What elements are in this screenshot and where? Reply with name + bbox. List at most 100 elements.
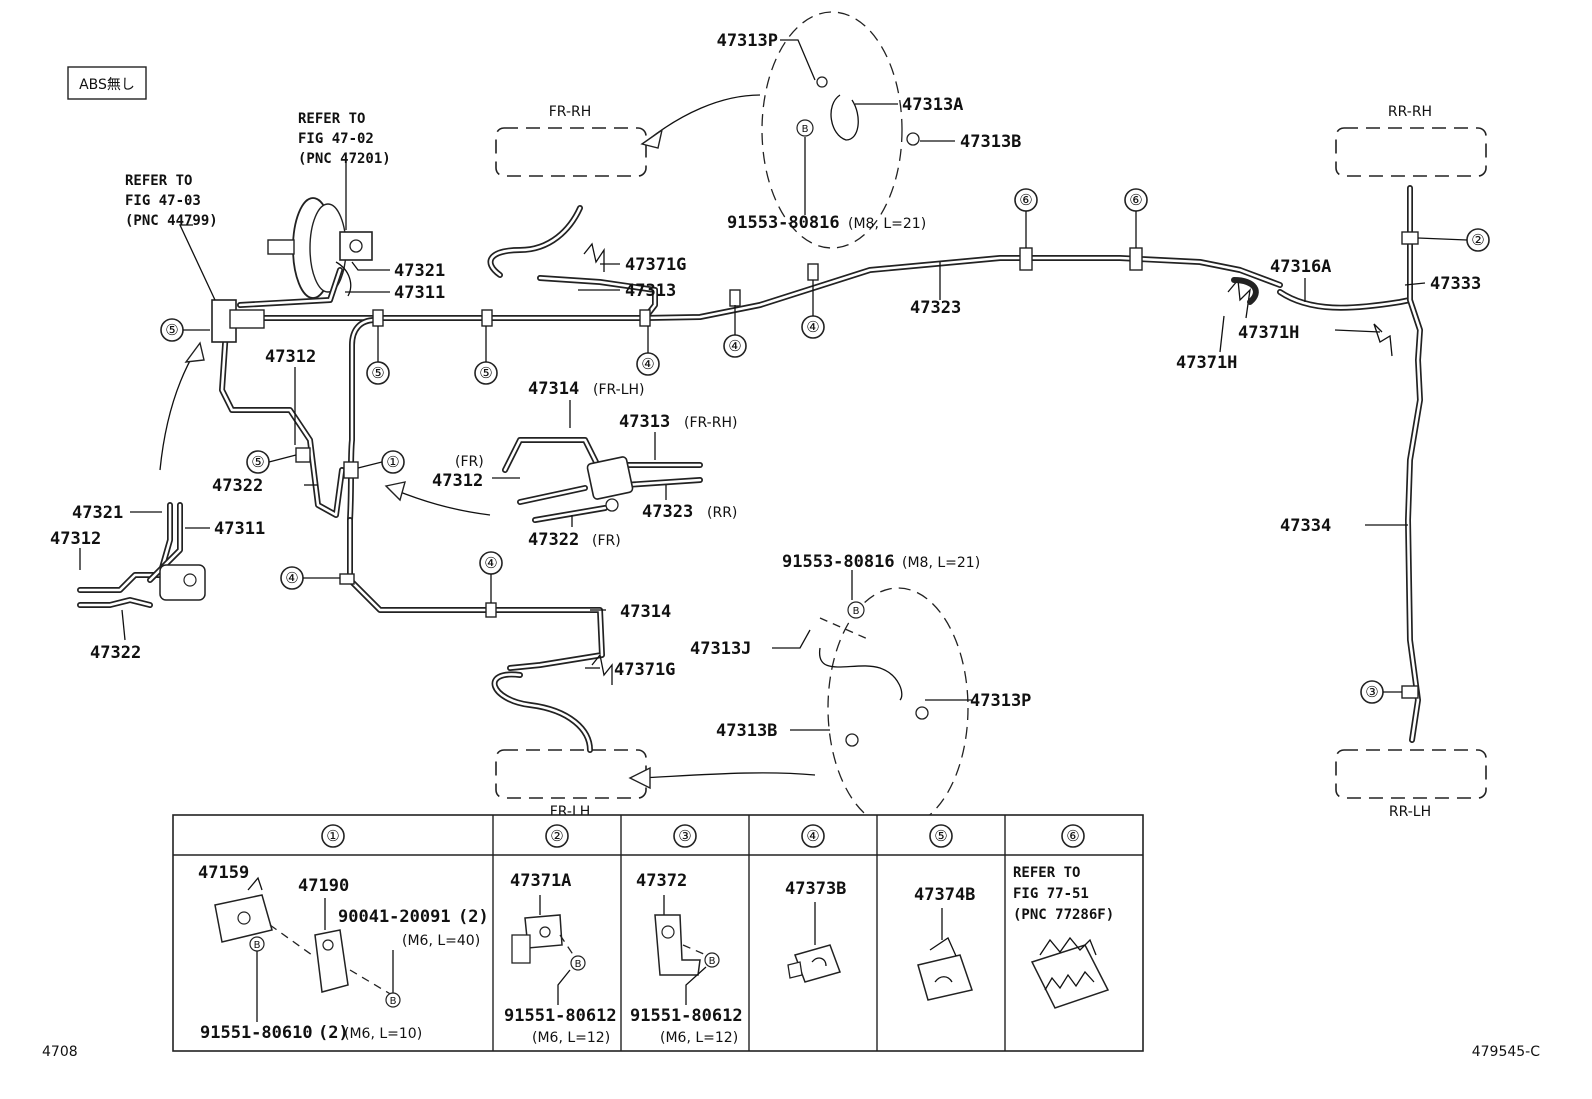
label-47312-c: 47312	[432, 471, 483, 491]
hose-clips	[583, 242, 1393, 685]
leader-lines	[79, 39, 1426, 731]
label-47334: 47334	[1280, 516, 1331, 536]
label-47313: 47313	[625, 281, 676, 301]
label-47321-inset: 47321	[72, 503, 123, 523]
table-cell-1: 47159 47190 90041-20091 (2) (M6, L=40) 9…	[198, 863, 489, 1043]
svg-text:B: B	[254, 940, 261, 951]
label-47321: 47321	[394, 261, 445, 281]
label-bolt-bottom-spec: (M8, L=21)	[902, 555, 980, 571]
label-bolt-bottom-num: 91553-80816	[782, 552, 895, 572]
label-47313-fr-suffix: (FR-RH)	[684, 415, 737, 431]
label-47371G-low: 47371G	[614, 660, 675, 680]
label-47312: 47312	[265, 347, 316, 367]
pipe-network-upper	[211, 205, 1413, 523]
label-47314-low: 47314	[620, 602, 671, 622]
ref1-line3: (PNC 47201)	[298, 151, 391, 167]
pipe-network-lower	[347, 517, 605, 753]
label-47313B-low: 47313B	[716, 721, 777, 741]
label-47371H-right: 47371H	[1238, 323, 1299, 343]
label-bolt-a-num: 90041-20091	[338, 907, 451, 927]
label-47314-fl: 47314	[528, 379, 579, 399]
callout-5: ⑤	[160, 318, 184, 342]
callout-6: ⑥	[1014, 188, 1038, 212]
svg-text:⑥: ⑥	[1066, 827, 1079, 845]
table-header-1: ①	[321, 824, 345, 848]
line-clips	[295, 231, 1419, 699]
flex-hose-detail-bottom: B	[819, 587, 969, 829]
table-cell-3: 47372 B 91551-80612 (M6, L=12)	[630, 871, 743, 1046]
wheel-rr-rh: RR-RH	[1335, 104, 1487, 177]
svg-text:④: ④	[484, 554, 497, 572]
ref1-line1: REFER TO	[298, 111, 365, 127]
svg-text:⑤: ⑤	[934, 827, 947, 845]
svg-text:⑤: ⑤	[371, 364, 384, 382]
label-47371G-top: 47371G	[625, 255, 686, 275]
label-47314-fl-suffix: (FR-LH)	[593, 382, 645, 398]
label-47371H-mid: 47371H	[1176, 353, 1237, 373]
table-cell-5: 47374B	[914, 885, 975, 1001]
ref3-line1: REFER TO	[1013, 865, 1080, 881]
label-47311: 47311	[394, 283, 445, 303]
label-47313B-top: 47313B	[960, 132, 1021, 152]
svg-text:④: ④	[285, 569, 298, 587]
svg-text:②: ②	[550, 827, 563, 845]
callout-4: ④	[280, 566, 304, 590]
table-header-3: ③	[673, 824, 697, 848]
label-bolt-top-spec: (M8, L=21)	[848, 216, 926, 232]
callout-5: ⑤	[366, 361, 390, 385]
ref2-line1: REFER TO	[125, 173, 192, 189]
abs-badge: ABS無し	[67, 66, 147, 100]
label-47311-inset: 47311	[214, 519, 265, 539]
label-bolt-b-spec: (M6, L=10)	[344, 1026, 422, 1042]
label-47322: 47322	[212, 476, 263, 496]
footer-left: 4708	[42, 1044, 78, 1060]
label-47322-inset: 47322	[90, 643, 141, 663]
label-bolt-b-qty: (2)	[318, 1023, 349, 1043]
label-47316A: 47316A	[1270, 257, 1331, 277]
ref3-line3: (PNC 77286F)	[1013, 907, 1114, 923]
master-cylinder-inset	[77, 502, 206, 608]
label-47313P-top: 47313P	[717, 31, 778, 51]
svg-text:④: ④	[728, 337, 741, 355]
svg-text:①: ①	[326, 827, 339, 845]
pipe-rear-right	[1405, 185, 1423, 743]
callout-5: ⑤	[474, 361, 498, 385]
svg-text:B: B	[390, 996, 397, 1007]
proportioning-valve	[502, 437, 703, 523]
label-47323-c-suffix: (RR)	[707, 505, 737, 521]
flex-hose-detail-top: B	[761, 11, 920, 249]
label-47159: 47159	[198, 863, 249, 883]
brake-booster	[267, 197, 373, 299]
callout-4: ④	[723, 334, 747, 358]
label-47371A: 47371A	[510, 871, 571, 891]
svg-text:⑤: ⑤	[251, 453, 264, 471]
ref2-line2: FIG 47-03	[125, 193, 201, 209]
callout-1: ①	[381, 450, 405, 474]
label-bolt-a-spec: (M6, L=40)	[402, 933, 480, 949]
svg-text:③: ③	[678, 827, 691, 845]
svg-text:①: ①	[386, 453, 399, 471]
bolt-marker-top: B	[802, 124, 809, 135]
wheel-rr-lh: RR-LH	[1335, 749, 1487, 820]
svg-text:B: B	[709, 956, 716, 967]
label-c3-bolt-spec: (M6, L=12)	[660, 1030, 738, 1046]
footer-right: 479545-C	[1472, 1044, 1540, 1060]
label-bolt-a-qty: (2)	[458, 907, 489, 927]
svg-text:⑤: ⑤	[479, 364, 492, 382]
callout-4: ④	[801, 315, 825, 339]
svg-text:⑥: ⑥	[1129, 191, 1142, 209]
wheel-fr-rh: FR-RH	[495, 104, 647, 177]
callout-6: ⑥	[1124, 188, 1148, 212]
label-47323: 47323	[910, 298, 961, 318]
label-47323-c: 47323	[642, 502, 693, 522]
label-47312-inset: 47312	[50, 529, 101, 549]
label-c3-bolt-num: 91551-80612	[630, 1006, 743, 1026]
table-header-2: ②	[545, 824, 569, 848]
svg-text:④: ④	[806, 827, 819, 845]
wheel-fr-lh: FR-LH	[495, 749, 647, 820]
label-47374B: 47374B	[914, 885, 975, 905]
callout-markers: ⑤ ⑤ ⑤ ④ ④ ④ ⑥ ⑥ ② ⑤ ① ④ ④ ③	[160, 188, 1490, 704]
table-cell-4: 47373B	[785, 879, 846, 983]
callout-leaders	[183, 211, 1468, 693]
